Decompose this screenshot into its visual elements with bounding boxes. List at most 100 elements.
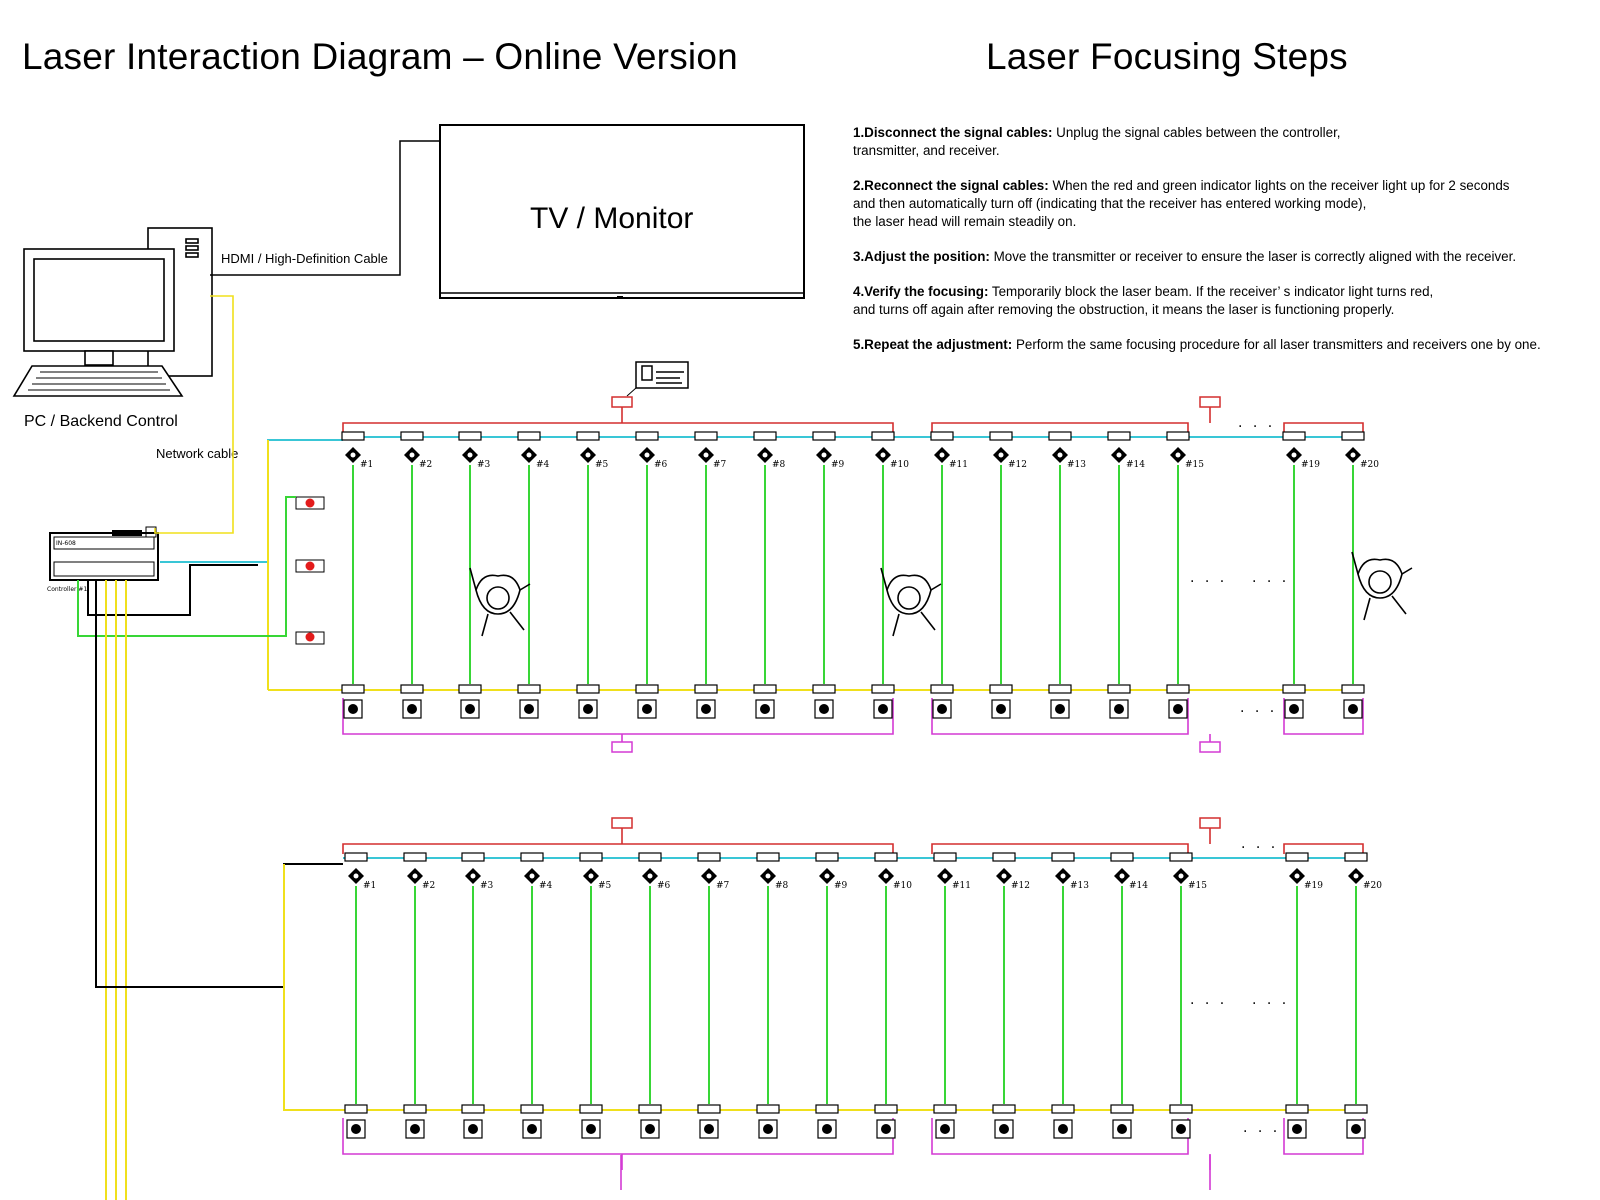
laser-lens bbox=[1119, 873, 1125, 879]
laser-unit-number: #20 bbox=[1360, 460, 1379, 470]
ellipsis-label: · · · bbox=[1190, 996, 1227, 1012]
receiver-sensor bbox=[1114, 704, 1124, 714]
laser-lens bbox=[529, 873, 535, 879]
network-cable-label: Network cable bbox=[156, 446, 239, 461]
receiver-connector bbox=[694, 684, 718, 694]
ellipsis-label: · · · bbox=[1243, 1124, 1280, 1140]
receiver-sensor bbox=[527, 1124, 537, 1134]
receiver-connector bbox=[1285, 1104, 1309, 1114]
laser-lens bbox=[588, 873, 594, 879]
person-head bbox=[1368, 570, 1392, 594]
hdmi-cable bbox=[210, 140, 440, 276]
laser-lens bbox=[880, 452, 886, 458]
ellipsis-label: · · · bbox=[1190, 574, 1227, 590]
laser-unit-number: #12 bbox=[1011, 881, 1030, 891]
tv-monitor-label: TV / Monitor bbox=[530, 202, 694, 235]
receiver-sensor bbox=[996, 704, 1006, 714]
receiver-sensor bbox=[348, 704, 358, 714]
power-bus bbox=[931, 422, 1189, 433]
receiver-power-bus bbox=[342, 1118, 894, 1155]
receiver-sensor bbox=[881, 1124, 891, 1134]
receiver-sensor bbox=[760, 704, 770, 714]
laser-unit-number: #9 bbox=[831, 460, 845, 470]
tv-monitor bbox=[439, 124, 805, 299]
step-heading: 1.Disconnect the signal cables: bbox=[853, 125, 1053, 140]
receiver-sensor bbox=[1117, 1124, 1127, 1134]
step-heading: 4.Verify the focusing: bbox=[853, 284, 989, 299]
receiver-connector bbox=[520, 1104, 544, 1114]
network-cable bbox=[154, 295, 234, 534]
receiver-sensor bbox=[583, 704, 593, 714]
network-cable bbox=[283, 864, 343, 1111]
power-supply bbox=[1199, 817, 1221, 829]
transmitter-connector bbox=[1051, 852, 1075, 862]
laser-lens bbox=[942, 873, 948, 879]
laser-unit-number: #5 bbox=[595, 460, 609, 470]
laser-unit-number: #2 bbox=[419, 460, 432, 470]
laser-unit-number: #2 bbox=[422, 881, 435, 891]
controller-caption: Controller #1 bbox=[47, 586, 87, 593]
laser-unit-number: #7 bbox=[716, 881, 730, 891]
laser-lens bbox=[467, 452, 473, 458]
laser-lens bbox=[703, 452, 709, 458]
laser-lens bbox=[1178, 873, 1184, 879]
receiver-connector bbox=[400, 684, 424, 694]
transmitter-connector bbox=[458, 431, 482, 441]
laser-lens bbox=[470, 873, 476, 879]
transmitter-connector bbox=[1169, 852, 1193, 862]
diagram-title: Laser Interaction Diagram – Online Versi… bbox=[22, 36, 738, 77]
receiver-connector bbox=[933, 1104, 957, 1114]
transmitter-connector bbox=[341, 431, 365, 441]
step-3: 3.Adjust the position: Move the transmit… bbox=[853, 249, 1517, 264]
transmitter-connector bbox=[992, 852, 1016, 862]
laser-lens bbox=[350, 452, 356, 458]
receiver-connector bbox=[871, 684, 895, 694]
receiver-power-supply bbox=[1199, 741, 1221, 753]
laser-unit-number: #6 bbox=[657, 881, 671, 891]
receiver-connector bbox=[576, 684, 600, 694]
transmitter-connector bbox=[579, 852, 603, 862]
receiver-connector bbox=[815, 1104, 839, 1114]
transmitter-connector bbox=[871, 431, 895, 441]
receiver-connector bbox=[1344, 1104, 1368, 1114]
laser-unit-number: #11 bbox=[952, 881, 971, 891]
power-bus bbox=[342, 843, 894, 854]
transmitter-connector bbox=[403, 852, 427, 862]
laser-unit-number: #3 bbox=[477, 460, 491, 470]
receiver-sensor bbox=[586, 1124, 596, 1134]
receiver-connector bbox=[1048, 684, 1072, 694]
laser-lens bbox=[585, 452, 591, 458]
receiver-connector bbox=[1341, 684, 1365, 694]
controller-cable bbox=[87, 564, 258, 616]
laser-lens bbox=[765, 873, 771, 879]
laser-unit-number: #6 bbox=[654, 460, 668, 470]
step-1: 1.Disconnect the signal cables: Unplug t… bbox=[853, 124, 1598, 160]
laser-unit-number: #15 bbox=[1188, 881, 1207, 891]
receiver-power-bus bbox=[342, 698, 894, 735]
receiver-sensor bbox=[701, 704, 711, 714]
receiver-connector bbox=[344, 1104, 368, 1114]
power-bus bbox=[1283, 843, 1364, 854]
receiver-sensor bbox=[410, 1124, 420, 1134]
transmitter-connector bbox=[1110, 852, 1134, 862]
transmitter-connector bbox=[576, 431, 600, 441]
laser-lens bbox=[883, 873, 889, 879]
receiver-connector bbox=[579, 1104, 603, 1114]
receiver-sensor bbox=[819, 704, 829, 714]
hdmi-cable-label: HDMI / High-Definition Cable bbox=[221, 251, 388, 266]
receiver-connector bbox=[812, 684, 836, 694]
person-limbs bbox=[880, 567, 942, 637]
laser-unit-number: #10 bbox=[890, 460, 909, 470]
receiver-connector bbox=[1051, 1104, 1075, 1114]
laser-unit-number: #4 bbox=[536, 460, 550, 470]
receiver-connector bbox=[989, 684, 1013, 694]
person-icon bbox=[1351, 551, 1413, 621]
receiver-connector bbox=[638, 1104, 662, 1114]
receiver-sensor bbox=[1289, 704, 1299, 714]
receiver-connector bbox=[1282, 684, 1306, 694]
laser-lens bbox=[1060, 873, 1066, 879]
focusing-steps: 1.Disconnect the signal cables: Unplug t… bbox=[853, 124, 1598, 371]
laser-unit-number: #5 bbox=[598, 881, 612, 891]
display-board bbox=[626, 361, 689, 397]
laser-lens bbox=[1116, 452, 1122, 458]
